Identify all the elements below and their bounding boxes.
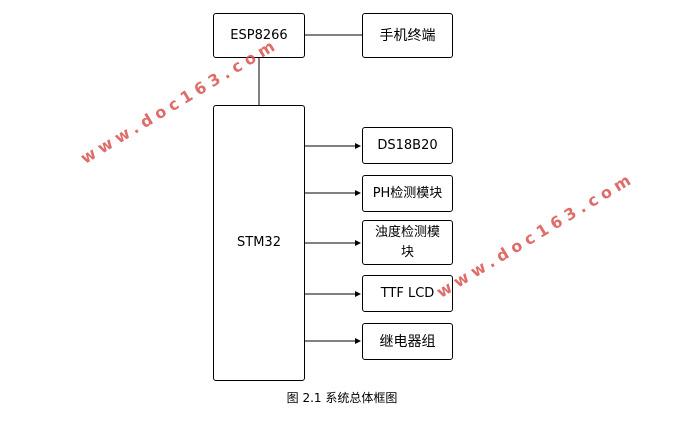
turbidity-module-label: 浊度检测模 块 [374, 224, 440, 260]
ds18b20-box: DS18B20 [362, 127, 453, 164]
ph-module-label: PH检测模块 [372, 185, 443, 201]
relay-group-label: 继电器组 [379, 333, 436, 350]
ph-module-box: PH检测模块 [362, 175, 453, 212]
lcd-box: TTF LCD [362, 275, 453, 312]
stm32-label: STM32 [237, 235, 281, 250]
ds18b20-label: DS18B20 [377, 137, 438, 153]
phone-terminal-box: 手机终端 [362, 13, 453, 58]
lcd-label: TTF LCD [380, 285, 435, 301]
esp8266-box: ESP8266 [213, 13, 305, 58]
relay-group-box: 继电器组 [362, 323, 453, 360]
esp8266-label: ESP8266 [230, 27, 288, 43]
stm32-box: STM32 [213, 105, 305, 381]
turbidity-module-box: 浊度检测模 块 [362, 220, 453, 265]
phone-terminal-label: 手机终端 [379, 27, 436, 44]
figure-caption: 图 2.1 系统总体框图 [286, 391, 398, 405]
